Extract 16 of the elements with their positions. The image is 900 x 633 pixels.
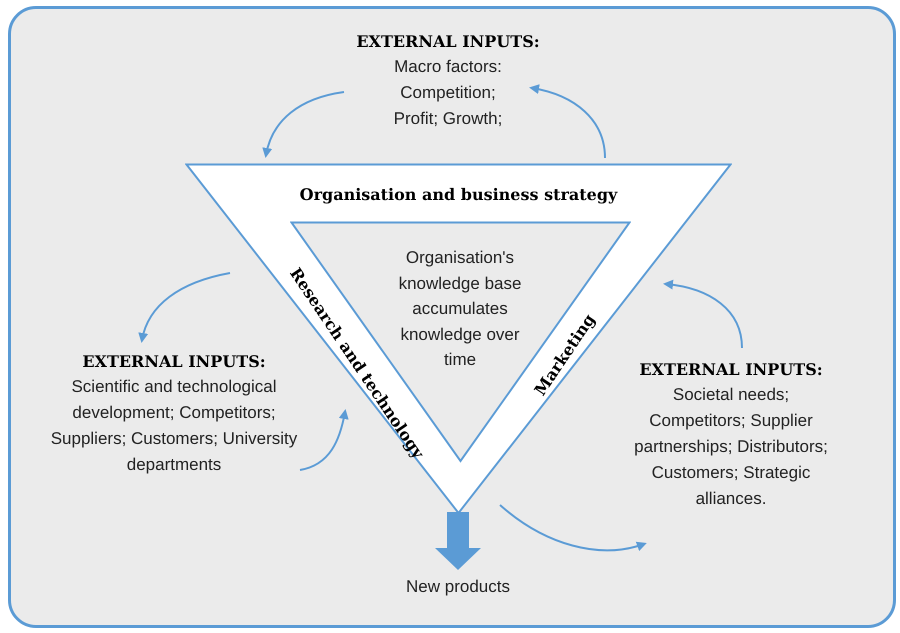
curved-arrow [663,280,743,348]
center-text: Organisation's knowledge base accumulates knowledge over time [398,247,522,371]
curved-arrow [499,504,647,552]
curved-arrow [529,84,606,158]
output-label: New products [406,576,510,598]
band-label: Organisation and business strategy [298,184,619,206]
output-arrow [435,512,481,570]
input-heading: EXTERNAL INPUTS: [82,351,266,373]
input-list: Scientific and technological development; Competitors; Suppliers; Customers; University departments [45,374,303,478]
input-list: Societal needs; Competitors; Supplier partnerships; Distributors; Customers; Strategic alliances. [628,382,834,512]
input-heading: EXTERNAL INPUTS: [639,359,823,381]
curved-arrow [262,91,344,158]
curved-arrow [300,409,349,471]
input-list: Macro factors: Competition; Profit; Growth; [386,54,510,132]
curved-arrow [138,272,230,343]
input-heading: EXTERNAL INPUTS: [356,31,540,53]
